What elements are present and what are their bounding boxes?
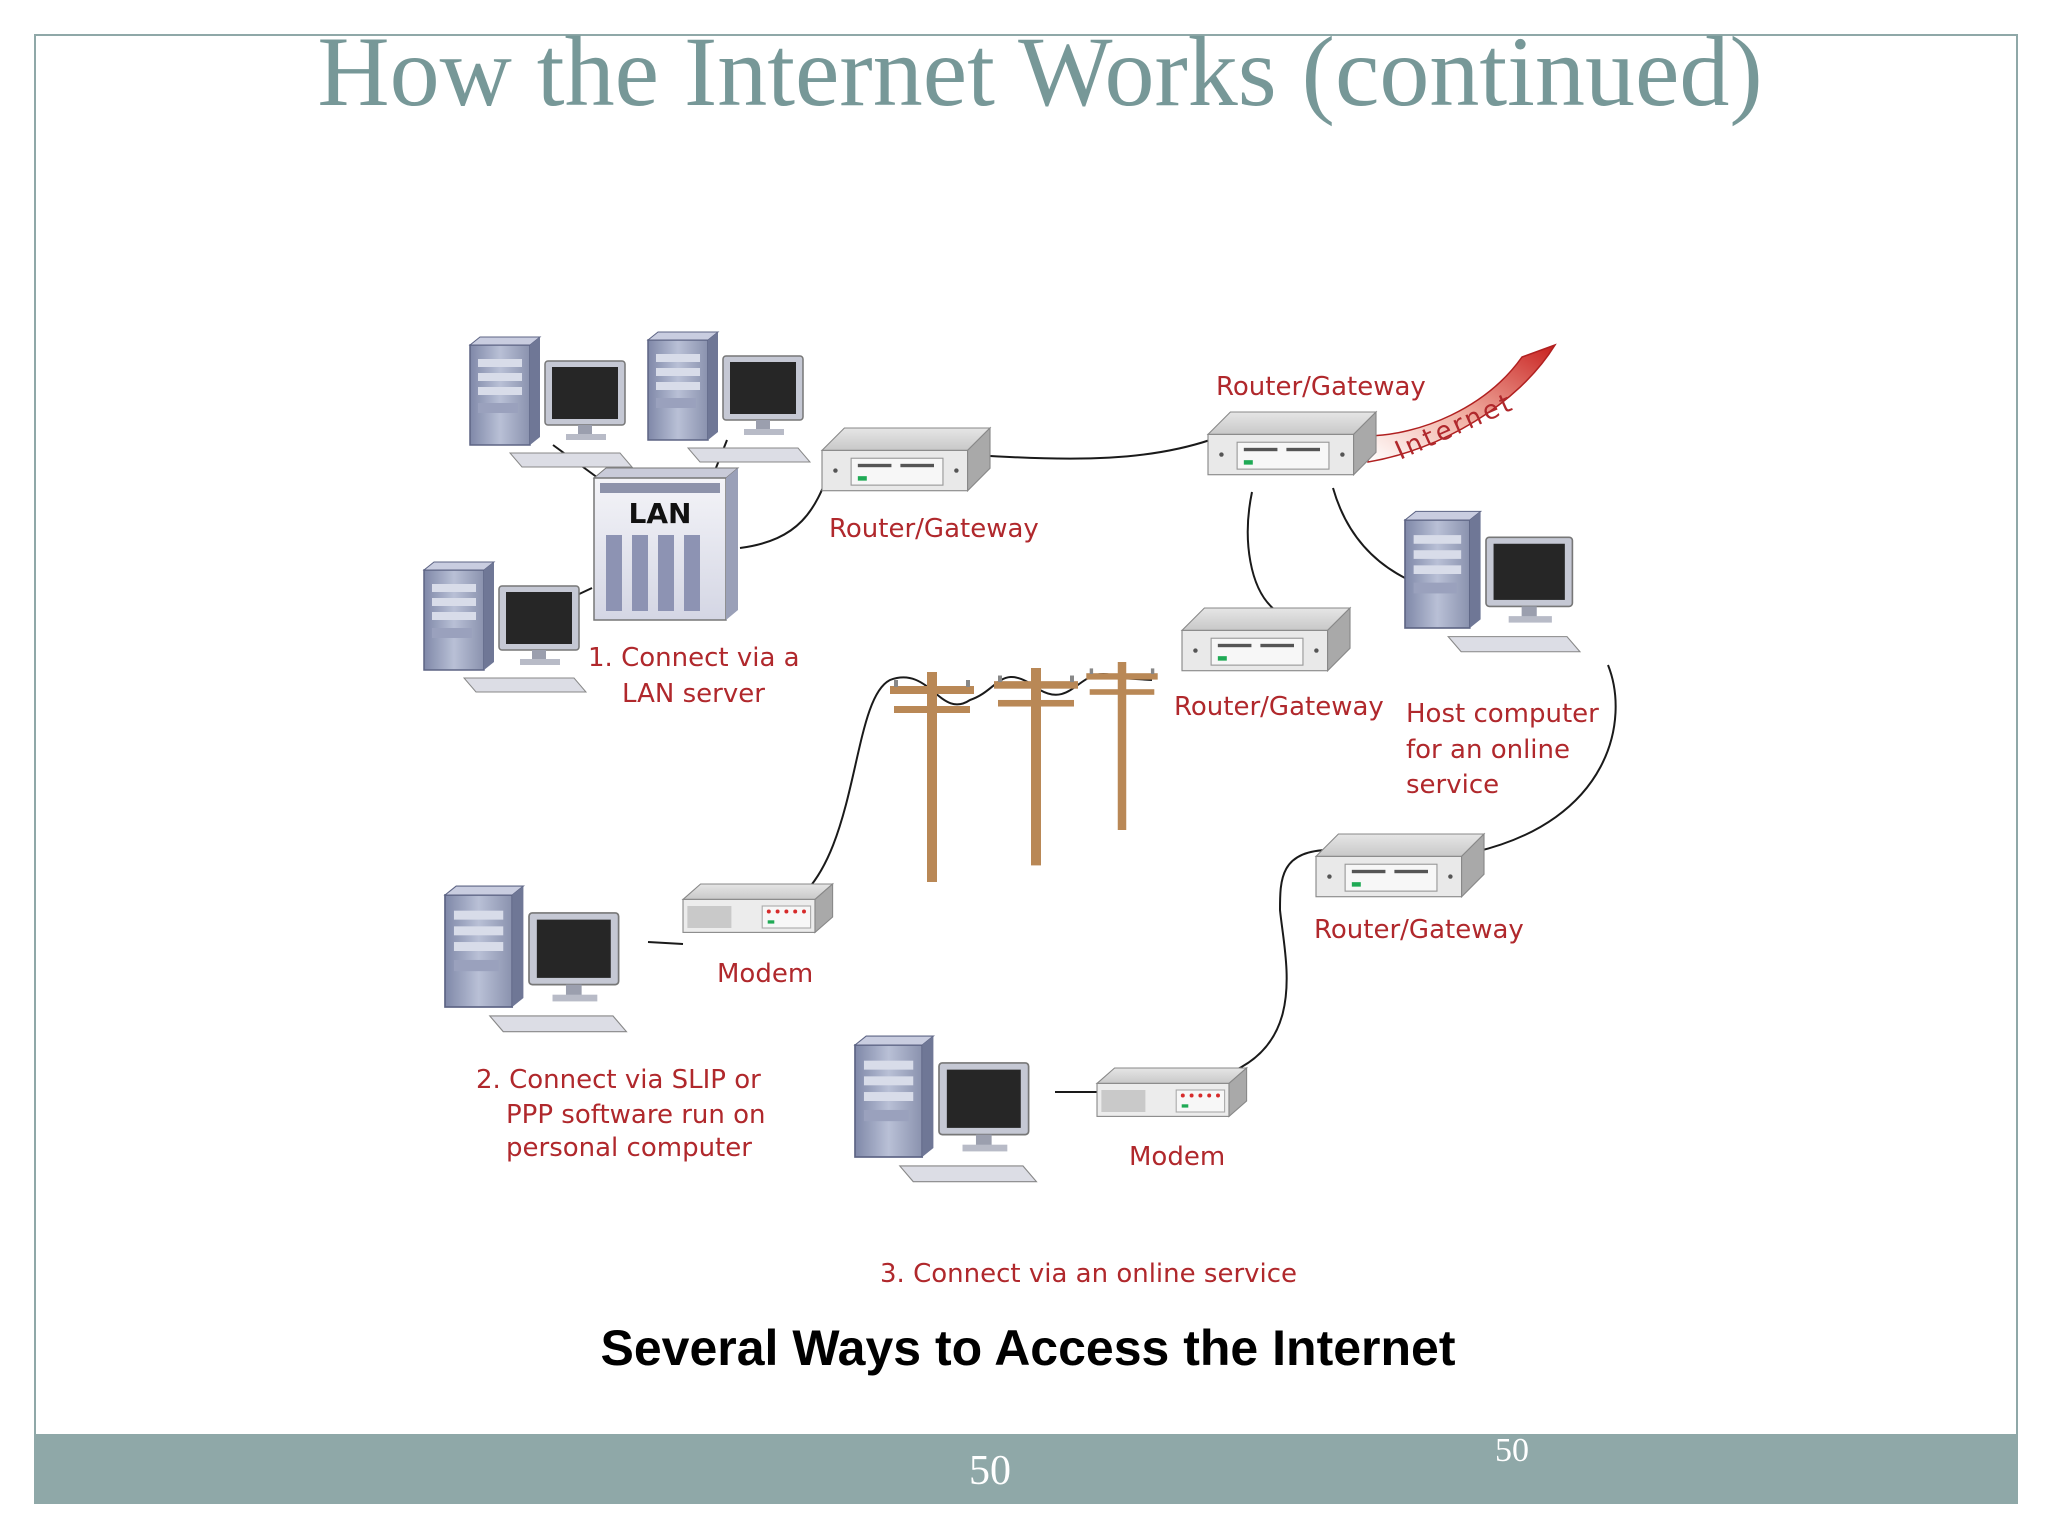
slip-caption-line1: 2. Connect via SLIP or xyxy=(476,1065,761,1095)
lan-caption-line1: 1. Connect via a xyxy=(588,643,800,673)
slide-frame xyxy=(34,34,2018,1504)
router-lower-right xyxy=(1315,833,1485,898)
router-label-top-center: Router/Gateway xyxy=(829,514,1039,544)
lan-computer-1 xyxy=(469,336,633,468)
router-top-right xyxy=(1207,411,1377,476)
host-label-line3: service xyxy=(1406,770,1499,800)
router-middle xyxy=(1181,607,1351,672)
page-number-center: 50 xyxy=(969,1448,1011,1494)
slip-caption-line3: personal computer xyxy=(506,1133,752,1163)
modem-label-bottom: Modem xyxy=(1129,1142,1225,1172)
modem-bottom xyxy=(1096,1067,1248,1117)
internet-arc: Internet xyxy=(1367,343,1557,466)
modem-label-left: Modem xyxy=(717,959,813,989)
modem-left xyxy=(682,883,834,933)
host-label-line2: for an online xyxy=(1406,735,1570,765)
router-label-lower-right: Router/Gateway xyxy=(1314,915,1524,945)
slip-caption-line2: PPP software run on xyxy=(506,1100,766,1130)
online-service-caption: 3. Connect via an online service xyxy=(880,1259,1297,1289)
router-label-middle: Router/Gateway xyxy=(1174,692,1384,722)
slide-title: How the Internet Works (continued) xyxy=(317,16,1763,127)
lan-server-label: LAN xyxy=(629,497,692,530)
lan-computer-2 xyxy=(647,331,811,463)
footer-bar xyxy=(34,1434,2018,1504)
host-computer xyxy=(1404,510,1581,653)
lan-server: LAN xyxy=(592,467,740,621)
page-number-right: 50 xyxy=(1495,1432,1529,1469)
lan-caption-line2: LAN server xyxy=(622,679,765,709)
telephone-poles xyxy=(890,662,1158,882)
slip-computer xyxy=(444,885,628,1033)
online-service-computer xyxy=(854,1035,1038,1183)
router-label-top-right: Router/Gateway xyxy=(1216,372,1426,402)
lan-computer-3 xyxy=(423,561,587,693)
host-label-line1: Host computer xyxy=(1406,699,1599,729)
figure-caption: Several Ways to Access the Internet xyxy=(601,1320,1456,1376)
router-top-center xyxy=(821,427,991,492)
